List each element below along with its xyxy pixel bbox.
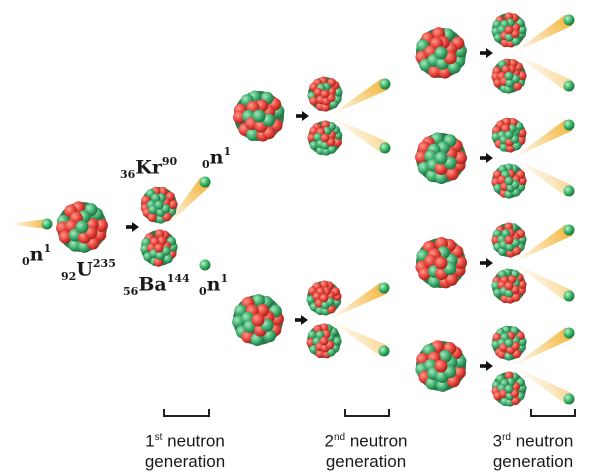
gen2a-fragment-bottom [307,120,343,156]
gen2a-neutron-bottom [379,142,391,154]
gen2b-fragment-top [306,280,342,316]
gen3-4-fragment-top [491,325,527,361]
gen2a-fragment-top [307,76,343,112]
gen2b-arrow [295,315,308,325]
gen3-4-trail-bottom [513,366,573,405]
gen2b-neutron-top [378,282,390,294]
gen3-3-neutron-top [563,224,575,236]
gen3-nucleus-1 [415,27,467,79]
gen1-arrow [126,222,139,232]
incoming-trail [8,219,47,229]
gen1-fragment-bottom [140,229,178,267]
gen3-1-neutron-top [563,14,575,26]
generation-1-caption: 1st neutron generation [144,431,226,471]
gen1-neutron-top [199,176,211,188]
gen3-nucleus-4 [415,340,467,392]
gen3-3-trail-top [513,224,573,263]
neutron-trails [8,14,573,405]
gen3-2-fragment-bottom [491,163,527,199]
gen2a-neutron-top [379,78,391,90]
generation-1-bracket [163,409,210,417]
incoming-neutron-label: 0n1 [22,242,52,268]
gen3-4-arrow [480,361,493,371]
gen2-nucleus-top [233,90,285,142]
gen1-fragment-top [140,186,178,224]
incoming-neutron [41,218,53,230]
gen3-4-trail-top [513,327,573,366]
gen3-1-fragment-top [491,12,527,48]
generation-2-caption: 2nd neutron generation [324,431,408,471]
gen3-2-neutron-top [563,119,575,131]
emitted-neutron-top-label: 0n1 [202,145,232,171]
gen3-3-fragment-top [491,222,527,258]
gen2a-arrow [296,111,309,121]
gen2b-trail-top [328,282,388,320]
generation-2-bracket [344,409,390,417]
gen3-1-trail-bottom [513,53,573,92]
gen3-4-fragment-bottom [491,371,527,407]
barium-label: 56Ba144 [123,272,190,298]
gen3-2-neutron-bottom [563,185,575,197]
gen2b-trail-bottom [328,320,388,357]
gen2a-trail-bottom [329,116,389,154]
uranium-nucleus [56,201,108,253]
gen2a-trail-top [329,78,389,116]
gen3-3-arrow [480,258,493,268]
gen2b-fragment-bottom [306,323,342,359]
gen3-1-arrow [480,48,493,58]
emitted-neutron-bottom-label: 0n1 [199,272,229,298]
generation-3-bracket [530,409,576,417]
gen2b-neutron-bottom [378,345,390,357]
gen3-3-fragment-bottom [491,268,527,304]
gen3-nucleus-3 [415,237,467,289]
gen3-nucleus-2 [415,132,467,184]
gen3-2-arrow [480,153,493,163]
generation-brackets [163,409,576,417]
krypton-label: 36Kr90 [120,155,178,181]
reaction-arrows [126,48,493,371]
gen3-1-fragment-bottom [491,58,527,94]
gen1-trail-bottom [165,227,210,270]
gen3-2-trail-top [513,119,573,158]
gen3-2-trail-bottom [513,158,573,197]
gen1-neutron-bottom [199,259,211,271]
gen3-2-fragment-top [491,117,527,153]
uranium-label: 92U235 [61,257,116,283]
gen3-1-neutron-bottom [563,80,575,92]
gen2-nucleus-bottom [232,294,284,346]
generation-3-caption: 3rd neutron generation [492,431,574,471]
nuclei [41,12,575,407]
gen1-trail-top [165,177,210,227]
gen3-4-neutron-bottom [563,393,575,405]
gen3-3-trail-bottom [513,263,573,302]
gen3-4-neutron-top [563,327,575,339]
gen3-3-neutron-bottom [563,290,575,302]
gen3-1-trail-top [513,14,573,53]
